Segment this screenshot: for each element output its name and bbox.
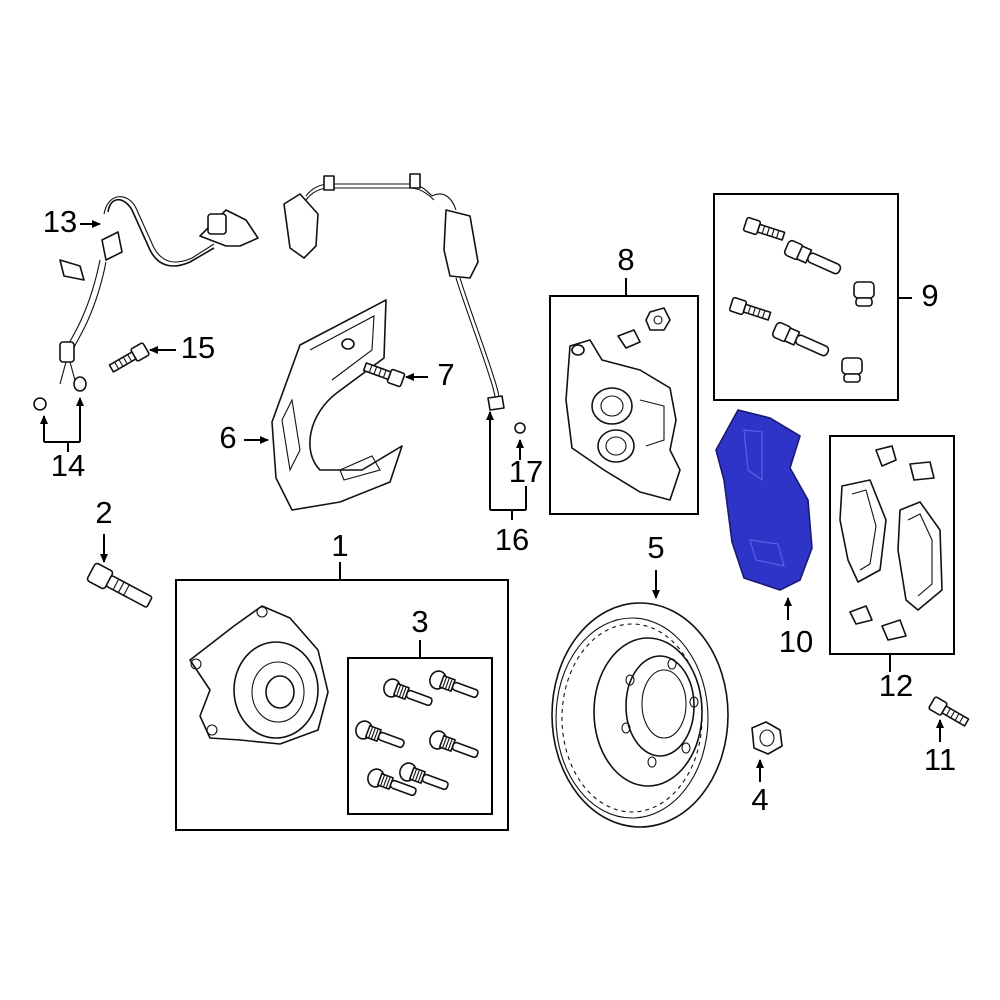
- callout-8: 8: [617, 242, 634, 277]
- callout-12: 12: [879, 668, 913, 703]
- callout-11: 11: [924, 742, 956, 777]
- callout-4: 4: [751, 782, 768, 817]
- bolt-2: [86, 562, 153, 608]
- leader-14: [40, 397, 84, 452]
- box-12: [829, 435, 955, 655]
- callout-17: 17: [509, 454, 543, 489]
- callout-15: 15: [181, 330, 215, 365]
- callout-2: 2: [95, 495, 112, 530]
- brake-pads-12: [839, 445, 943, 641]
- hub-1: [189, 605, 329, 745]
- bolt-15: [107, 341, 151, 376]
- callout-7: 7: [437, 357, 454, 392]
- callout-9: 9: [921, 278, 938, 313]
- callout-10: 10: [779, 624, 813, 659]
- splash-shield-6: [271, 299, 403, 511]
- abs-sensor-harness-right: [283, 173, 526, 434]
- caliper-8: [565, 307, 681, 501]
- callout-5: 5: [647, 530, 664, 565]
- wheel-studs-3: [352, 668, 482, 802]
- callout-16: 16: [495, 522, 529, 557]
- box-8: [549, 295, 699, 515]
- callout-3: 3: [411, 604, 428, 639]
- bracket-shape: [715, 409, 813, 591]
- leader-16: [486, 411, 527, 520]
- bolt-7: [361, 359, 406, 388]
- callout-6: 6: [219, 420, 236, 455]
- guide-pin-kit-9: [728, 216, 875, 383]
- callout-14: 14: [51, 448, 85, 483]
- caliper-bracket-10: [715, 409, 813, 591]
- callout-1: 1: [331, 528, 348, 563]
- abs-sensor-harness-left: [33, 196, 259, 411]
- callout-13: 13: [43, 204, 77, 239]
- nut-4: [751, 721, 783, 755]
- box-1: [175, 579, 509, 831]
- rotor-5: [551, 602, 729, 828]
- bolt-11: [927, 695, 971, 730]
